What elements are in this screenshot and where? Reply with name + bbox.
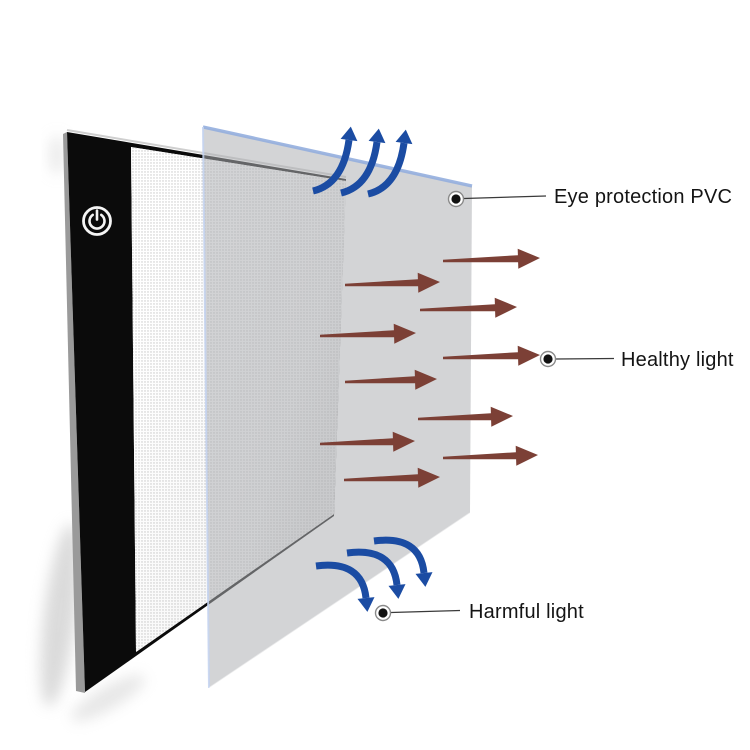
deflected-down-arrow xyxy=(315,561,370,599)
healthy-light-arrow xyxy=(345,369,437,390)
annotation-healthy: Healthy light xyxy=(539,349,734,371)
healthy-light-arrow xyxy=(443,445,538,466)
healthy-light-arrow xyxy=(320,431,415,452)
annotation-harmful: Harmful light xyxy=(374,601,584,623)
healthy-light-arrow xyxy=(345,272,440,293)
deflected-down-arrows xyxy=(315,536,433,612)
sheet-glow-edge xyxy=(202,125,473,188)
healthy-light-arrow xyxy=(320,323,416,344)
deflected-down-arrow xyxy=(373,536,428,574)
healthy-light-arrow xyxy=(443,248,540,269)
airflow-up-arrows xyxy=(312,126,413,198)
airflow-up-arrow xyxy=(340,141,381,197)
annotation-pvc: Eye protection PVC xyxy=(447,186,732,208)
label-healthy-light: Healthy light xyxy=(621,349,734,371)
healthy-light-arrows xyxy=(320,248,540,488)
label-harmful-light: Harmful light xyxy=(469,601,584,623)
healthy-light-arrow xyxy=(418,406,513,427)
pad-side-edge xyxy=(63,132,85,693)
airflow-up-arrow xyxy=(367,142,408,198)
healthy-light-arrow xyxy=(443,345,540,366)
deflected-down-arrow xyxy=(346,548,401,586)
annotations: Eye protection PVC Healthy light Harmful… xyxy=(374,186,734,623)
pvc-sheet xyxy=(201,122,474,689)
healthy-light-arrow xyxy=(344,467,440,488)
power-icon[interactable] xyxy=(82,206,112,236)
airflow-up-arrow xyxy=(312,139,353,195)
healthy-light-arrow xyxy=(420,297,517,318)
pad-shadow xyxy=(40,135,145,722)
label-eye-protection-pvc: Eye protection PVC xyxy=(554,186,732,208)
